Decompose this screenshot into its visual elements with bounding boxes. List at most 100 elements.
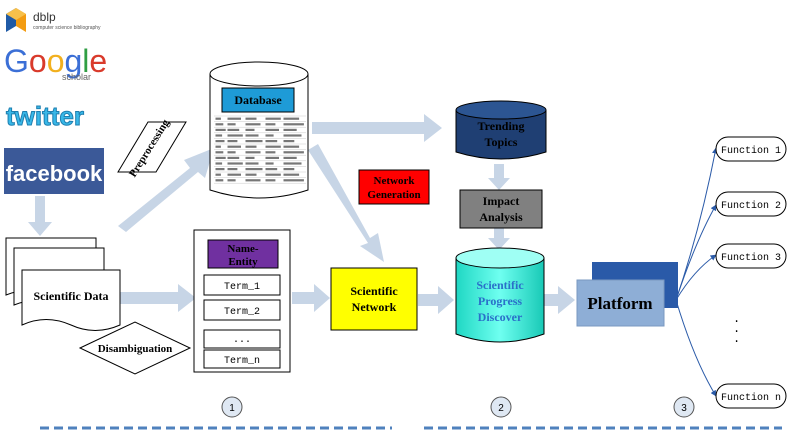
arrow-entity-to-network: [292, 284, 330, 312]
table-cell: [283, 162, 302, 165]
database-table: [214, 115, 306, 184]
impact-label-1: Impact: [483, 194, 520, 208]
table-cell: [227, 173, 241, 176]
google-scholar-logo: Google scholar: [4, 43, 107, 82]
arrow-data-to-database: [118, 148, 214, 232]
table-cell: [265, 134, 274, 137]
table-cell: [215, 134, 223, 137]
function-vertical-dots: ...: [733, 312, 740, 346]
database-label: Database: [234, 93, 282, 107]
google-wordmark: Google: [4, 43, 107, 79]
scientific-data-docs: Scientific Data: [5, 237, 121, 331]
trending-label-2: Topics: [485, 135, 518, 149]
table-cell: [245, 173, 257, 176]
table-cell: [215, 128, 226, 131]
google-letter: o: [29, 43, 47, 79]
function-connectors: [675, 147, 718, 397]
table-cell: [283, 117, 300, 120]
arrow-db-to-network: [308, 144, 384, 262]
term-n: Term_n: [224, 356, 260, 367]
scientific-network-label-1: Scientific: [350, 284, 398, 298]
network-generation-label-1: Network: [374, 175, 416, 187]
table-cell: [245, 151, 261, 154]
table-cell: [265, 140, 278, 143]
network-generation-box: Network Generation: [358, 169, 430, 205]
table-cell: [215, 179, 224, 182]
google-scholar-sub: scholar: [62, 72, 91, 82]
table-cell: [227, 117, 241, 120]
table-cell: [283, 140, 295, 143]
table-cell: [245, 168, 263, 171]
table-cell: [215, 117, 221, 120]
table-cell: [227, 134, 243, 137]
arrow-trending-to-impact: [488, 164, 510, 190]
table-cell: [245, 179, 261, 182]
table-cell: [227, 140, 238, 143]
table-cell: [227, 151, 236, 154]
term-2: Term_2: [224, 307, 260, 318]
step-markers: 1 2 3: [221, 396, 695, 418]
table-cell: [227, 162, 243, 165]
scientific-network-box: Scientific Network: [330, 267, 418, 331]
impact-label-2: Analysis: [479, 210, 523, 224]
table-cell: [283, 123, 304, 126]
step-1: 1: [229, 403, 235, 414]
scientific-network-label-2: Network: [352, 300, 397, 314]
table-cell: [215, 162, 223, 165]
table-cell: [245, 117, 257, 120]
disambiguation-label: Disambiguation: [98, 343, 173, 355]
table-cell: [283, 145, 300, 148]
name-entity-label-2: Entity: [228, 256, 258, 268]
table-cell: [215, 156, 226, 159]
table-cell: [215, 151, 224, 154]
table-cell: [265, 123, 276, 126]
platform-label: Platform: [587, 294, 652, 313]
step-2: 2: [498, 403, 504, 414]
arrow-data-to-entity: [120, 284, 196, 312]
table-cell: [283, 128, 297, 131]
function-n-label: Function n: [721, 392, 781, 404]
flow-arrows: [28, 114, 575, 314]
table-cell: [265, 145, 281, 148]
twitter-logo: twitter: [6, 101, 85, 132]
facebook-wordmark: facebook: [6, 161, 103, 186]
table-cell: [227, 123, 236, 126]
spd-label-1: Scientific: [476, 278, 524, 292]
preprocessing-shape: Preprocessing: [117, 117, 187, 179]
network-generation-label-2: Generation: [367, 189, 420, 201]
arrow-db-to-trending: [312, 114, 442, 142]
table-cell: [227, 145, 241, 148]
scientific-data-label: Scientific Data: [34, 289, 109, 303]
arrow-impact-to-spd: [488, 228, 510, 250]
table-cell: [265, 179, 276, 182]
disambiguation-diamond: Disambiguation: [78, 321, 192, 375]
table-cell: [265, 117, 281, 120]
dblp-tagline: computer science bibliography: [33, 25, 101, 31]
table-cell: [245, 140, 263, 143]
table-cell: [265, 173, 281, 176]
google-letter: o: [47, 43, 65, 79]
table-cell: [265, 168, 278, 171]
google-letter: G: [4, 43, 29, 79]
name-entity-label-1: Name-: [227, 243, 258, 255]
google-letter: l: [82, 43, 89, 79]
table-cell: [245, 123, 261, 126]
table-cell: [283, 134, 302, 137]
step-3: 3: [681, 403, 687, 414]
table-cell: [283, 151, 304, 154]
scientific-progress-discover-cylinder: Scientific Progress Discover: [455, 247, 545, 343]
trending-topics-cylinder: Trending Topics: [455, 100, 547, 160]
connector-function-1: [675, 147, 718, 301]
impact-analysis-box: Impact Analysis: [459, 189, 543, 229]
function-1-label: Function 1: [721, 145, 781, 157]
table-cell: [215, 145, 221, 148]
twitter-wordmark: twitter: [6, 101, 84, 131]
table-cell: [283, 156, 297, 159]
connector-function-2: [675, 204, 717, 301]
table-cell: [265, 128, 279, 131]
table-cell: [227, 156, 240, 159]
arrow-spd-to-platform: [540, 286, 575, 314]
table-cell: [245, 145, 257, 148]
function-list: Function 1 Function 2 Function 3 Functio…: [715, 136, 787, 409]
